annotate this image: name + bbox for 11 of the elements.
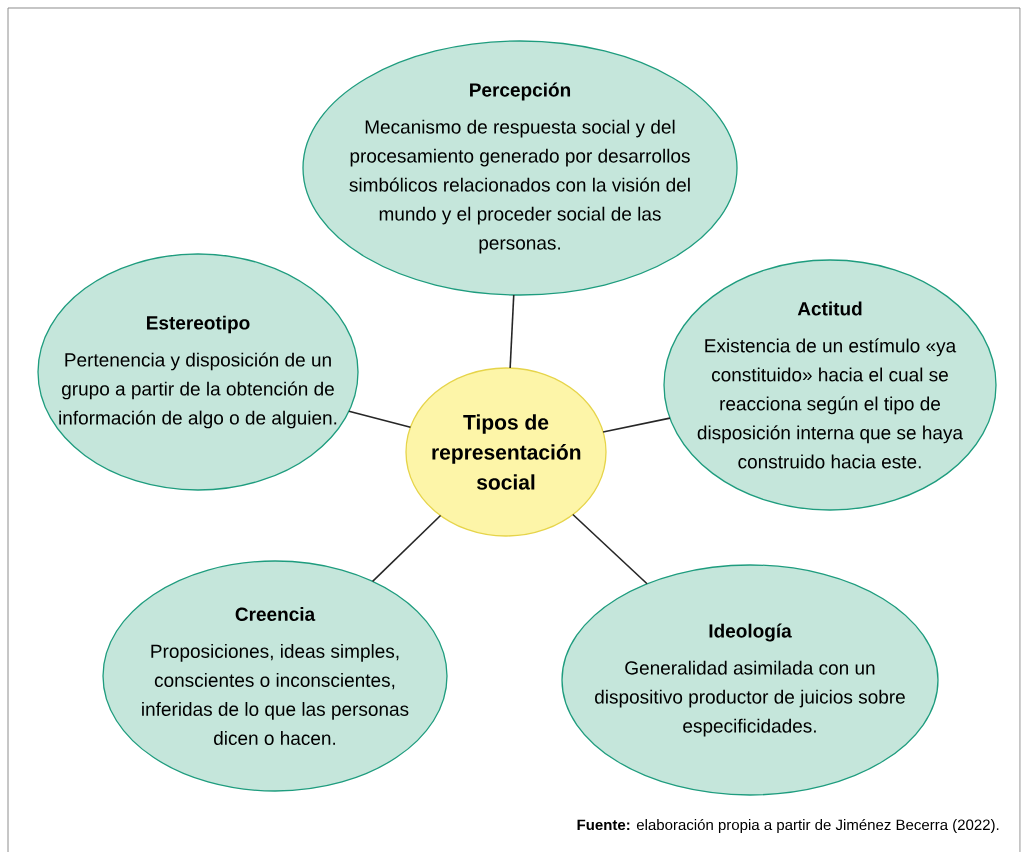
caption: Fuente: elaboración propia a partir de Jiménez Becerra (2022).	[577, 818, 999, 834]
ellipse-node: Actitud Existencia de un estímulo «ya constituido» hacia el cual se reacciona según el tipo de disposición interna que se haya construido hacia este.	[663, 259, 997, 511]
ellipse-node: Creencia Proposiciones, ideas simples, conscientes o inconscientes, inferidas de lo que las personas dicen o hacen.	[102, 560, 448, 792]
ellipse-node: Estereotipo Pertenencia y disposición de un grupo a partir de la obtención de información de algo o de alguien.	[37, 253, 359, 491]
connector-line	[348, 410, 412, 428]
connector-line	[602, 417, 671, 433]
ellipse-node: Percepción Mecanismo de respuesta social y del procesamiento generado por desarrollos simbólicos relacionados con la visión del mundo y el proceder social de las personas.	[302, 40, 738, 296]
connector-line	[371, 514, 442, 583]
ellipse-node: Ideología Generalidad asimilada con un dispositivo productor de juicios sobre especificidades.	[561, 564, 939, 796]
connector-line	[572, 513, 648, 585]
connector-line	[509, 294, 515, 369]
